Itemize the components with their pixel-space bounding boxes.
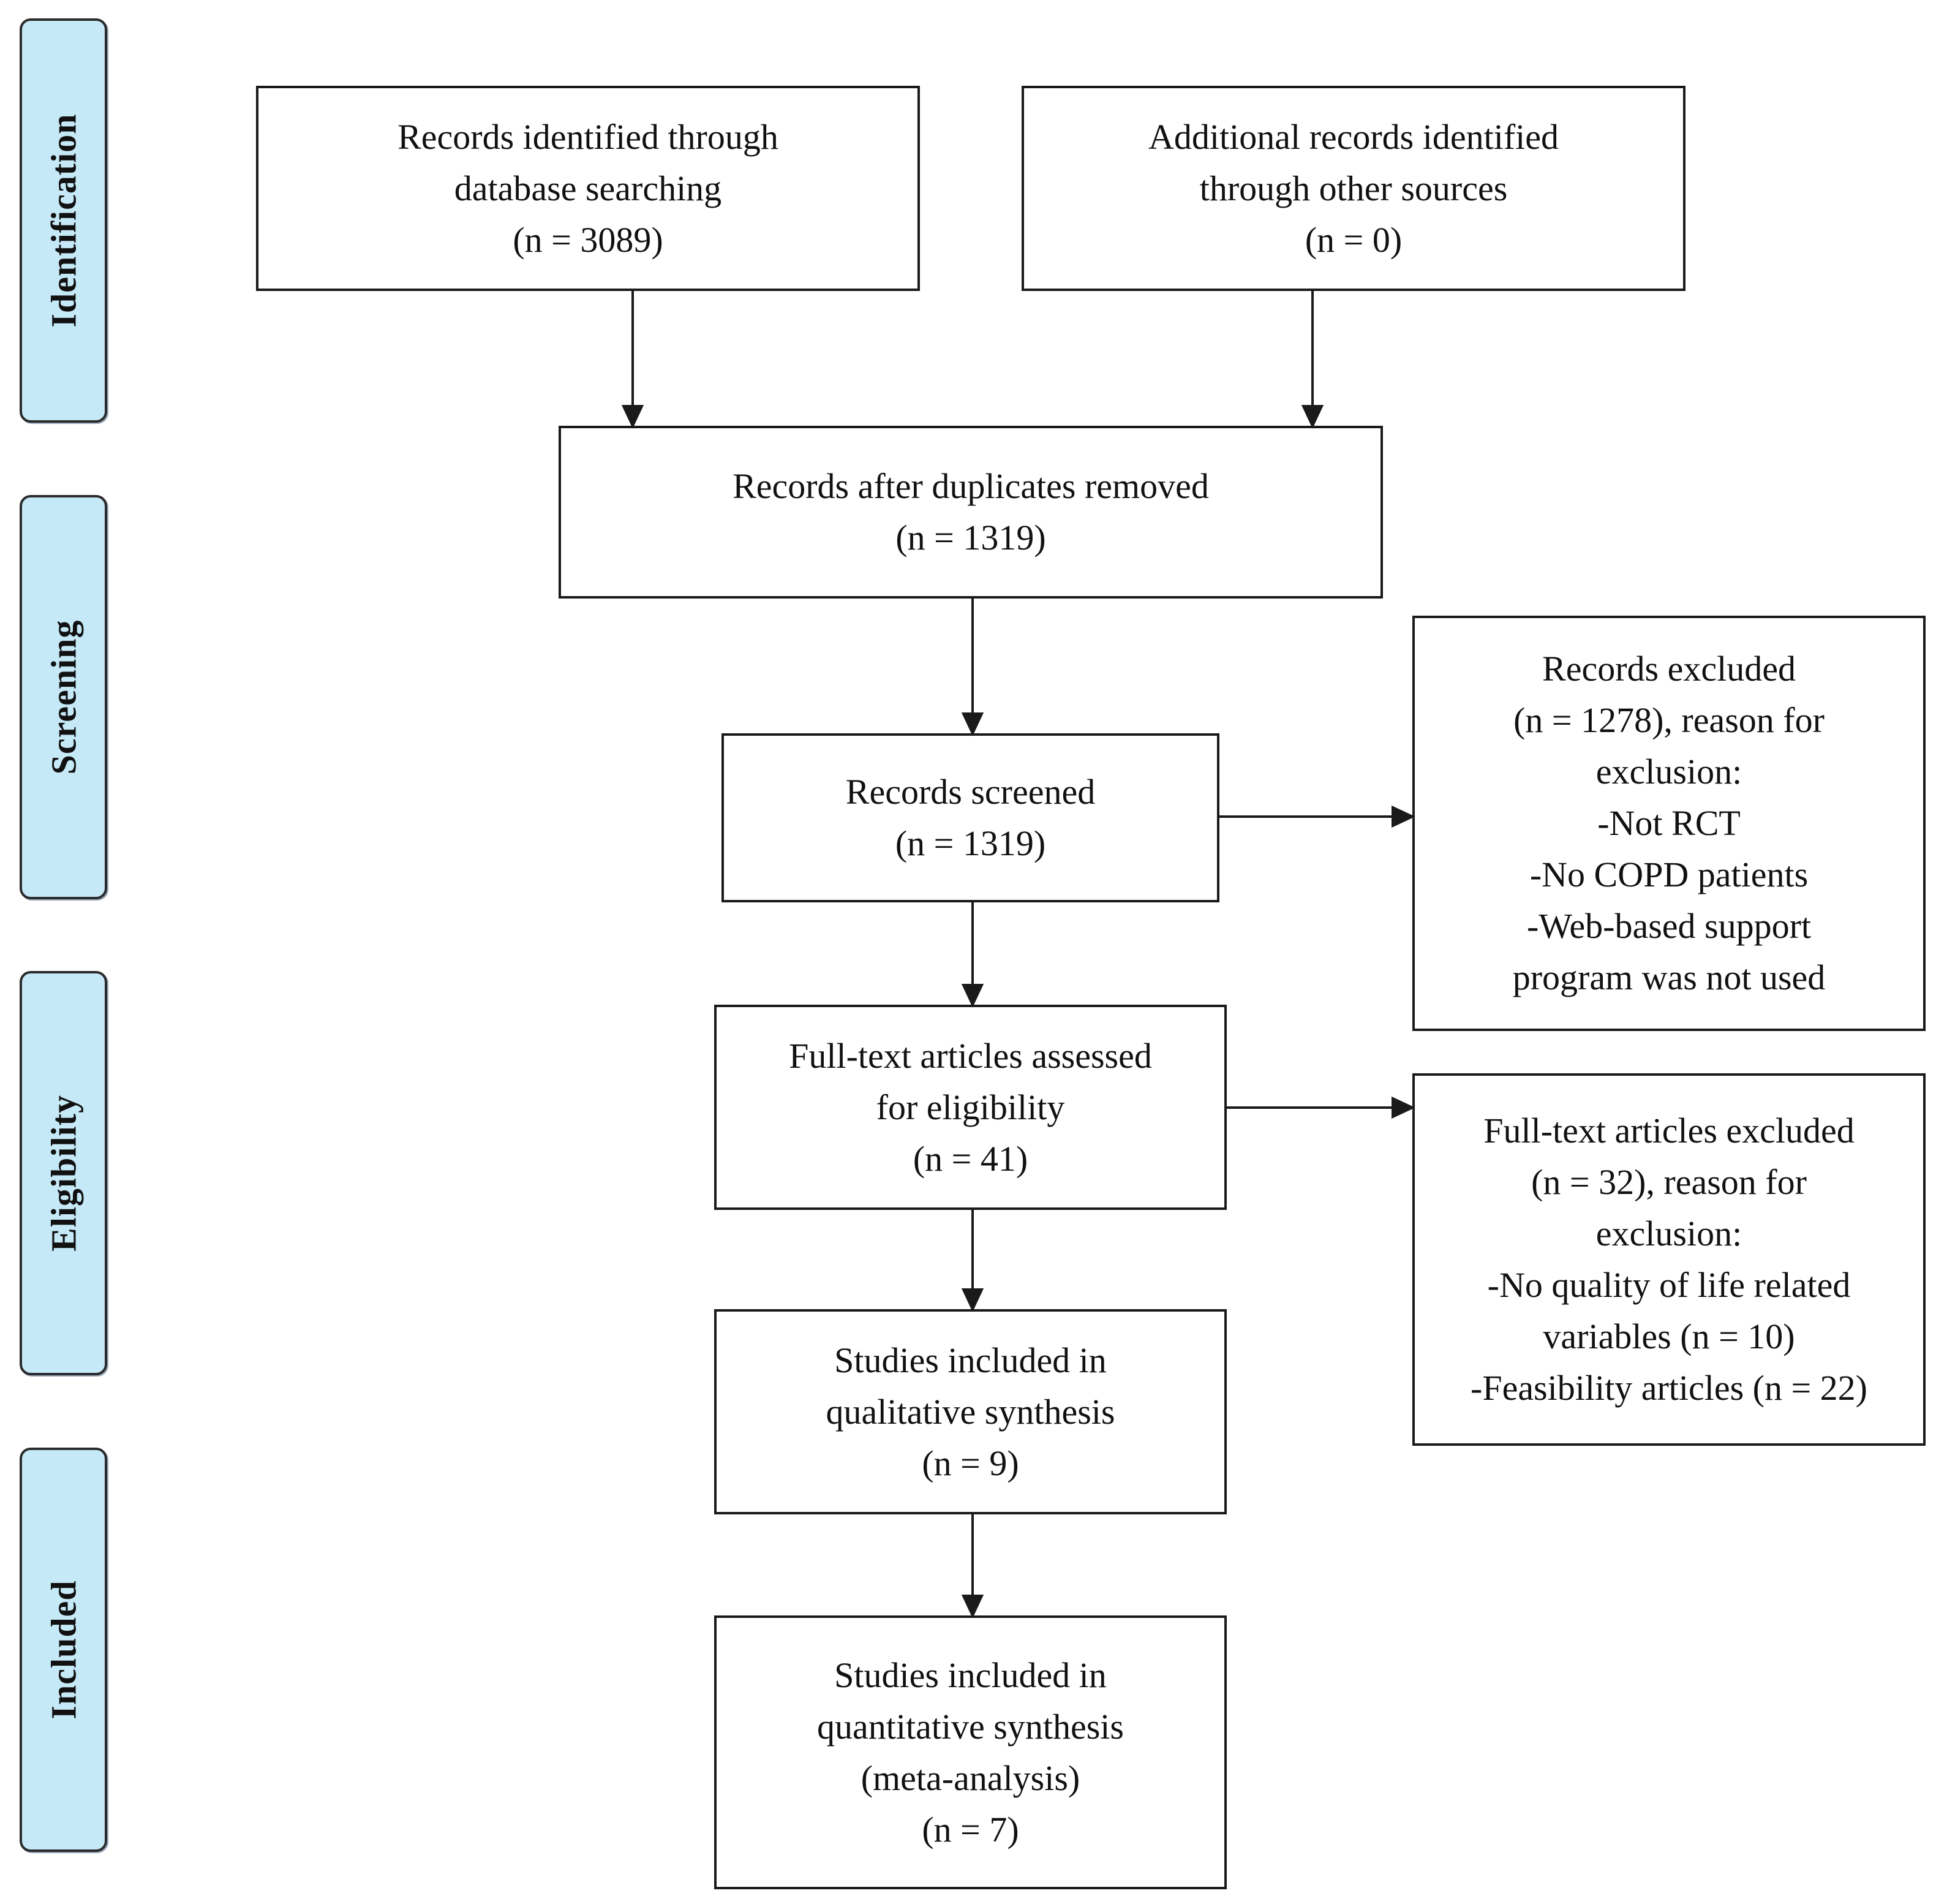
box-line: quantitative synthesis [817, 1706, 1124, 1747]
box-line: database searching [454, 168, 722, 208]
box-line: for eligibility [876, 1087, 1065, 1127]
box-line: (n = 1319) [895, 823, 1046, 863]
box-quantitative-synthesis: Studies included in quantitative synthes… [714, 1615, 1227, 1889]
box-line: (n = 7) [922, 1809, 1019, 1849]
box-fulltext-assessed: Full-text articles assessed for eligibil… [714, 1005, 1227, 1210]
box-line: -Feasibility articles (n = 22) [1471, 1368, 1867, 1408]
box-qualitative-synthesis: Studies included in qualitative synthesi… [714, 1309, 1227, 1514]
arrowhead [1392, 1096, 1415, 1119]
phase-identification: Identification [20, 18, 107, 423]
box-line: (n = 32), reason for [1531, 1162, 1807, 1202]
phase-eligibility: Eligibility [20, 971, 107, 1375]
box-records-screened: Records screened (n = 1319) [721, 733, 1219, 902]
box-duplicates-removed: Records after duplicates removed (n = 13… [559, 426, 1383, 599]
arrowhead [961, 1288, 984, 1312]
box-line: Full-text articles assessed [789, 1035, 1152, 1076]
box-line: Records excluded [1542, 649, 1796, 689]
box-line: -No COPD patients [1529, 855, 1809, 894]
phase-screening: Screening [20, 495, 107, 899]
box-line: (n = 41) [913, 1138, 1028, 1179]
box-other-sources: Additional records identified through ot… [1022, 86, 1686, 291]
arrowhead [621, 405, 644, 429]
box-line: Records identified through [397, 116, 778, 157]
arrowhead [1392, 805, 1415, 828]
arrowhead [961, 984, 984, 1008]
box-line: Records screened [845, 772, 1096, 812]
box-line: Studies included in [834, 1655, 1107, 1695]
box-database-search: Records identified through database sear… [256, 86, 920, 291]
box-line: through other sources [1199, 168, 1508, 208]
box-line: program was not used [1512, 958, 1826, 997]
arrowhead [961, 1595, 984, 1619]
box-line: qualitative synthesis [826, 1391, 1115, 1432]
box-line: Studies included in [834, 1340, 1107, 1380]
phase-included: Included [20, 1448, 107, 1852]
box-line: exclusion: [1595, 752, 1742, 791]
box-line: Additional records identified [1148, 116, 1559, 157]
box-line: (n = 3089) [513, 219, 663, 260]
box-line: (meta-analysis) [861, 1758, 1080, 1798]
box-line: exclusion: [1595, 1214, 1742, 1253]
box-line: -Not RCT [1597, 803, 1741, 843]
box-line: (n = 1278), reason for [1513, 700, 1825, 740]
arrowhead [961, 712, 984, 736]
box-line: (n = 0) [1305, 219, 1403, 260]
box-line: Full-text articles excluded [1483, 1111, 1855, 1150]
box-line: -No quality of life related [1487, 1265, 1851, 1305]
box-records-excluded: Records excluded (n = 1278), reason for … [1412, 616, 1926, 1031]
arrowhead [1301, 405, 1324, 429]
box-line: (n = 9) [922, 1443, 1019, 1483]
box-line: variables (n = 10) [1543, 1317, 1795, 1356]
box-line: Records after duplicates removed [733, 466, 1209, 506]
box-line: (n = 1319) [895, 518, 1046, 557]
box-line: -Web-based support [1526, 906, 1812, 946]
box-fulltext-excluded: Full-text articles excluded (n = 32), re… [1412, 1073, 1926, 1446]
